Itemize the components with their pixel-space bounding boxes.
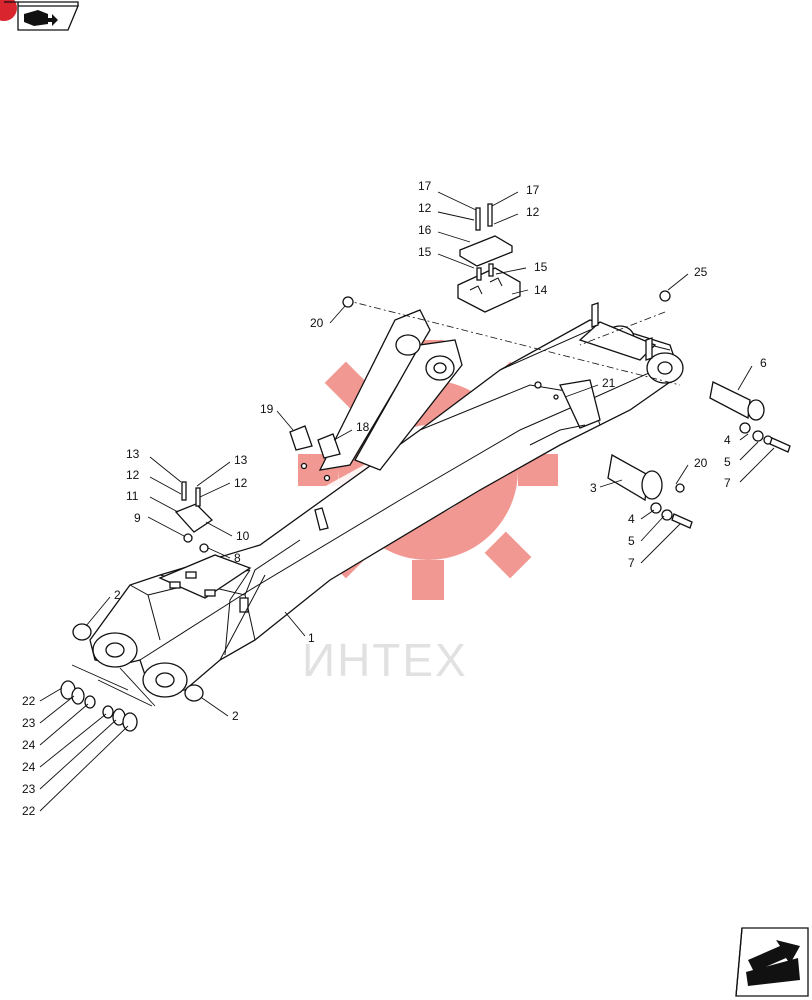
callout-23-top: 23 — [22, 716, 36, 730]
callout-12-lower-right: 12 — [234, 476, 248, 490]
page-badge — [0, 0, 17, 21]
grease-fitting-21[interactable] — [534, 381, 559, 400]
grease-axis-line — [579, 311, 666, 346]
shims-right[interactable] — [102, 705, 138, 732]
callout-22-bottom: 22 — [22, 804, 36, 818]
callout-23-bottom: 23 — [22, 782, 36, 796]
bushing-2-left[interactable] — [72, 623, 92, 641]
callout-24-bottom: 24 — [22, 760, 36, 774]
callout-11: 11 — [126, 489, 139, 503]
callout-5-right: 5 — [724, 455, 731, 469]
callout-16: 16 — [418, 223, 432, 237]
callout-13-right: 13 — [234, 453, 248, 467]
callout-4-right: 4 — [724, 433, 731, 447]
callout-6: 6 — [760, 356, 767, 370]
callout-12-left: 12 — [418, 201, 432, 215]
callout-15-right: 15 — [534, 260, 548, 274]
callout-10: 10 — [236, 529, 250, 543]
callout-19: 19 — [260, 402, 274, 416]
callout-12-right: 12 — [526, 205, 540, 219]
callout-17-left: 17 — [418, 179, 432, 193]
callout-2-right: 2 — [232, 709, 239, 723]
callout-20-top: 20 — [310, 316, 324, 330]
callout-21: 21 — [602, 376, 616, 390]
callout-7-right: 7 — [724, 476, 731, 490]
callout-labels: 17 17 12 12 16 15 15 14 25 20 6 21 19 18… — [22, 179, 767, 818]
bushing-2-right[interactable] — [184, 684, 204, 702]
callout-20-right: 20 — [694, 456, 708, 470]
boom-arm[interactable] — [89, 302, 684, 698]
pin-axis-line — [344, 299, 681, 386]
callout-7-lower: 7 — [628, 556, 635, 570]
book-icon — [24, 10, 58, 26]
next-page-button[interactable] — [735, 927, 809, 997]
watermark-text: ИНТЕХ — [302, 634, 468, 686]
nav-back-button[interactable] — [0, 0, 79, 31]
callout-9: 9 — [134, 511, 141, 525]
leader-lines — [39, 191, 775, 812]
callout-14: 14 — [534, 283, 548, 297]
grease-fitting-25[interactable] — [659, 290, 671, 302]
shims-left[interactable] — [60, 680, 96, 709]
callout-4-lower: 4 — [628, 512, 635, 526]
callout-8: 8 — [234, 551, 241, 565]
grease-fitting-20-top[interactable] — [342, 296, 354, 308]
callout-12-lower-left: 12 — [126, 468, 140, 482]
callout-25: 25 — [694, 265, 708, 279]
callout-24-top: 24 — [22, 738, 36, 752]
callout-1: 1 — [308, 631, 315, 645]
callout-13-left: 13 — [126, 447, 140, 461]
callout-15-left: 15 — [418, 245, 432, 259]
callout-18: 18 — [356, 420, 370, 434]
pin-3[interactable] — [607, 453, 693, 529]
hose-clamp-top[interactable] — [457, 203, 521, 313]
callout-22-top: 22 — [22, 694, 36, 708]
arrow-forward-icon — [746, 940, 800, 986]
callout-3: 3 — [590, 481, 597, 495]
callout-5-lower: 5 — [628, 534, 635, 548]
callout-2-left: 2 — [114, 588, 121, 602]
callout-17-right: 17 — [526, 183, 540, 197]
pin-6[interactable] — [709, 381, 791, 453]
hose-clamp-left[interactable] — [174, 481, 214, 553]
